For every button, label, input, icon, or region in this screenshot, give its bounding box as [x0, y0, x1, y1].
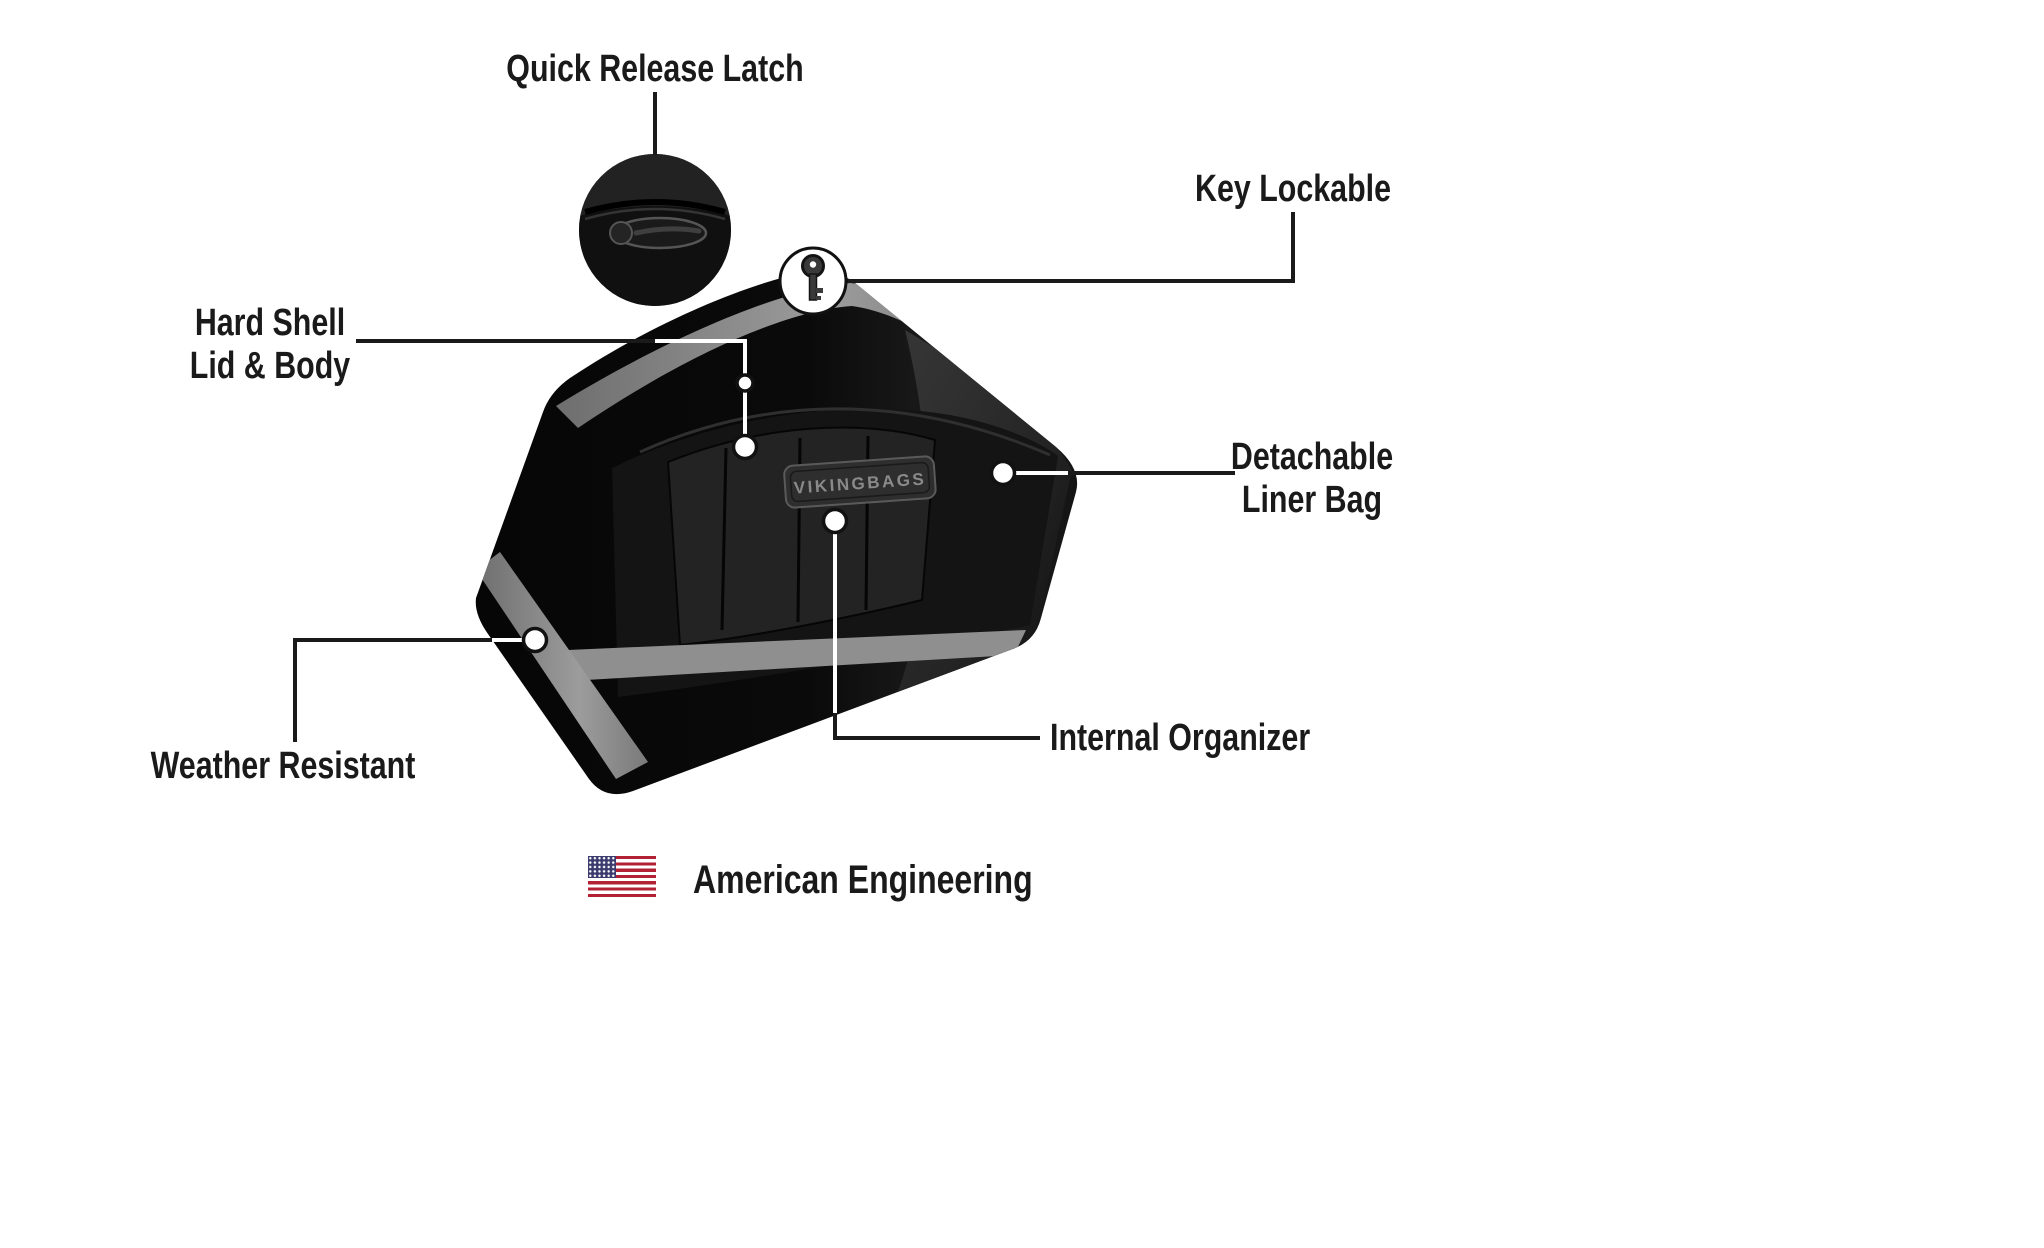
- label-key-lockable-text: Key Lockable: [1195, 168, 1391, 210]
- callout-line-weather: [293, 638, 492, 742]
- bag-front-lip: [568, 630, 1026, 680]
- label-detachable-liner-bag: Detachable Liner Bag: [1152, 436, 1472, 522]
- label-weather-resistant: Weather Resistant: [123, 745, 443, 788]
- us-flag-icon: [588, 856, 656, 897]
- callout-line-hard-shell-inner: [655, 339, 747, 436]
- label-quick-release-latch-text: Quick Release Latch: [506, 48, 804, 90]
- label-hard-shell: Hard Shell Lid & Body: [110, 302, 430, 388]
- label-internal-organizer: Internal Organizer: [1050, 717, 1450, 760]
- us-flag-canton: [588, 856, 616, 879]
- brand-plate: VIKINGBAGS: [783, 455, 937, 509]
- callout-dot-hard-shell: [731, 433, 759, 461]
- label-quick-release-latch: Quick Release Latch: [495, 48, 815, 91]
- saddlebag-illustration: VIKINGBAGS: [475, 270, 1078, 795]
- label-hard-shell-line1: Hard Shell: [194, 302, 346, 344]
- callout-line-internal: [833, 713, 1040, 740]
- callout-dot-hard-shell-small: [735, 373, 755, 393]
- callout-dot-detachable: [989, 459, 1017, 487]
- callout-dots: [521, 373, 1017, 654]
- latch-icon: [579, 154, 731, 306]
- callout-lines-dark: [293, 92, 1295, 742]
- callout-line-key-lockable: [848, 212, 1295, 283]
- label-internal-organizer-text: Internal Organizer: [1050, 717, 1311, 759]
- callout-lines-light: [492, 339, 1068, 713]
- label-hard-shell-line2: Lid & Body: [189, 345, 351, 387]
- latch-inset: [579, 154, 731, 306]
- label-american-engineering-text: American Engineering: [693, 858, 1033, 902]
- key-badge: [778, 246, 848, 316]
- callout-dot-internal: [821, 507, 849, 535]
- label-american-engineering: American Engineering: [693, 858, 1173, 902]
- label-key-lockable: Key Lockable: [1133, 168, 1453, 211]
- accent-stripe-bottom: [476, 552, 648, 779]
- label-detachable-line2: Liner Bag: [1241, 479, 1383, 521]
- key-icon: [801, 254, 825, 301]
- label-weather-resistant-text: Weather Resistant: [150, 745, 416, 787]
- accent-stripe-top: [556, 283, 1008, 428]
- lid-seam: [639, 407, 1051, 457]
- callout-dot-weather: [521, 626, 549, 654]
- label-detachable-line1: Detachable: [1230, 436, 1394, 478]
